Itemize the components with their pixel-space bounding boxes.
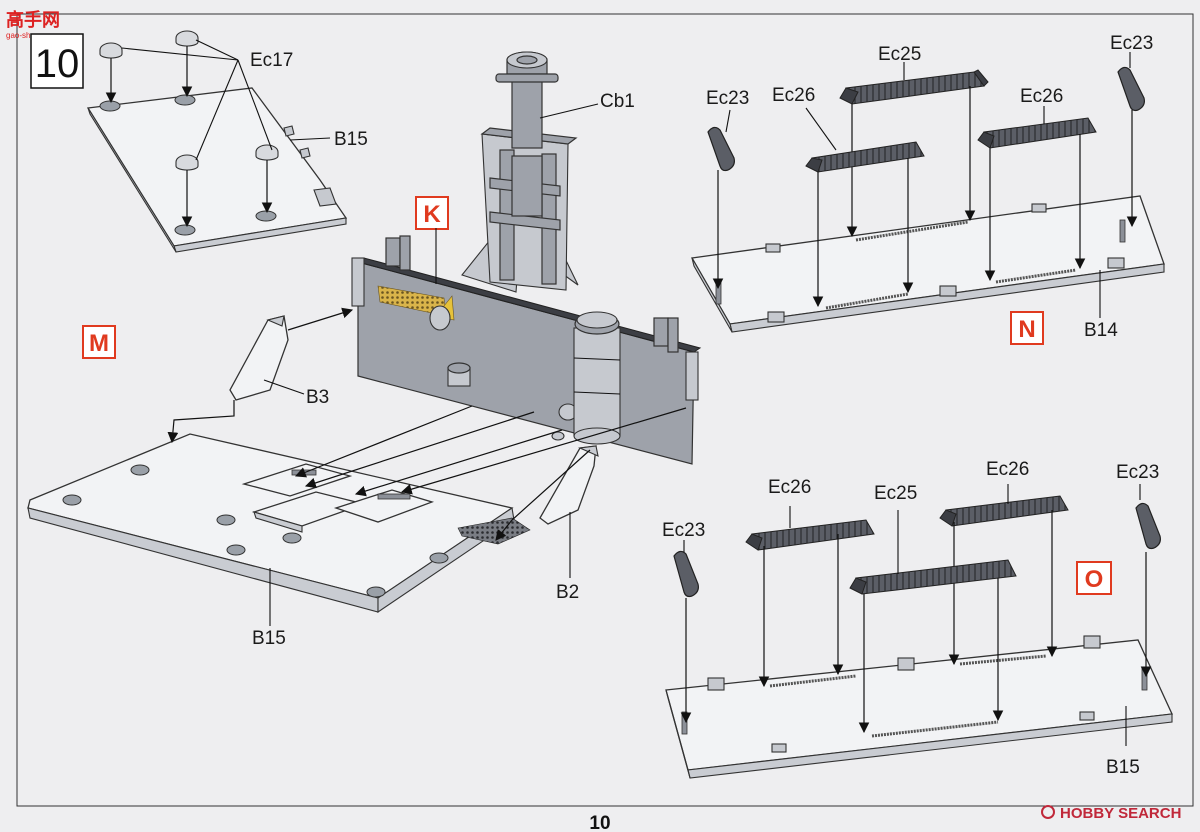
label-ec17: Ec17 [250, 50, 293, 71]
label-ec26-n-left: Ec26 [772, 85, 815, 106]
hobby-search-watermark: HOBBY SEARCH [1041, 805, 1181, 822]
ec17-parts [99, 30, 279, 171]
variant-marker-k: K [415, 196, 449, 230]
label-ec25-o: Ec25 [874, 483, 917, 504]
step-number: 10 [35, 42, 80, 86]
label-ec25-n: Ec25 [878, 44, 921, 65]
watermark-top-text: 高手网 [6, 9, 60, 31]
label-ec23-o-right: Ec23 [1116, 462, 1159, 483]
label-ec23-o-left: Ec23 [662, 520, 705, 541]
page-number: 10 [589, 813, 610, 832]
label-b3: B3 [306, 387, 329, 408]
variant-marker-o: O [1076, 561, 1112, 595]
page-border [16, 13, 1194, 807]
label-ec23-n-right: Ec23 [1110, 33, 1153, 54]
b3-part: B3 [229, 307, 354, 408]
label-b15-main: B15 [252, 628, 286, 649]
variant-marker-m: M [82, 325, 116, 359]
label-b2: B2 [556, 582, 579, 603]
b15-o-subassembly: Ec26 Ec26 Ec25 Ec23 Ec23 B15 [662, 459, 1173, 779]
label-b15-o: B15 [1106, 757, 1140, 778]
bulkhead-k [351, 228, 702, 465]
b15-main-plate: B15 [27, 400, 687, 649]
label-ec26-o-right: Ec26 [986, 459, 1029, 480]
label-ec26-n-right: Ec26 [1020, 86, 1063, 107]
variant-m-text: M [89, 330, 109, 357]
label-b15-top: B15 [334, 129, 368, 150]
label-b14: B14 [1084, 320, 1118, 341]
watermark-bottom-text: HOBBY SEARCH [1060, 805, 1181, 822]
variant-marker-n: N [1010, 311, 1044, 345]
variant-n-text: N [1018, 316, 1035, 343]
label-ec23-n-left: Ec23 [706, 88, 749, 109]
cb1-stand: Cb1 [461, 51, 635, 293]
variant-o-text: O [1085, 566, 1104, 593]
label-cb1: Cb1 [600, 91, 635, 112]
variant-k-text: K [423, 201, 441, 228]
label-ec26-o-left: Ec26 [768, 477, 811, 498]
b14-subassembly: Ec25 Ec26 Ec26 Ec23 Ec23 B14 [690, 33, 1165, 341]
b15-top-subassembly: Ec17 B15 [86, 30, 368, 253]
step-number-box: 10 [30, 33, 84, 89]
